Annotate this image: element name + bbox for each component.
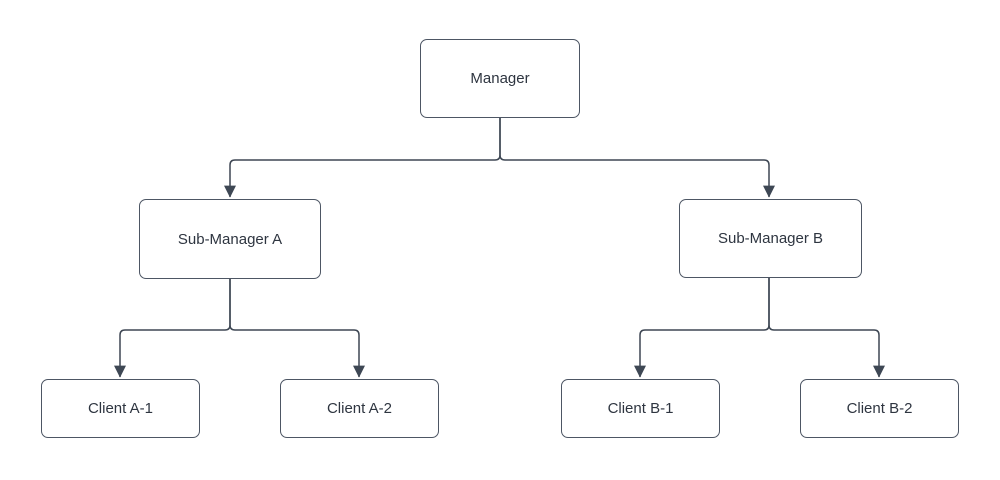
node-client-b-1: Client B-1 [561, 379, 720, 438]
node-sub-manager-b: Sub-Manager B [679, 199, 862, 278]
node-client-b-1-label: Client B-1 [607, 400, 674, 417]
node-client-b-2: Client B-2 [800, 379, 959, 438]
edge-sub-manager-b-to-client-b-1 [634, 278, 770, 378]
edge-manager-to-sub-manager-b [499, 118, 775, 198]
node-client-a-2: Client A-2 [280, 379, 439, 438]
edge-sub-manager-b-to-client-b-2 [768, 278, 885, 378]
node-client-a-1-label: Client A-1 [87, 400, 154, 417]
node-manager-label: Manager [470, 70, 530, 87]
node-client-a-2-label: Client A-2 [326, 400, 393, 417]
node-client-b-2-label: Client B-2 [846, 400, 913, 417]
edge-sub-manager-a-to-client-a-2 [229, 279, 365, 378]
node-sub-manager-a: Sub-Manager A [139, 199, 321, 279]
node-manager: Manager [420, 39, 580, 118]
edge-sub-manager-a-to-client-a-1 [114, 279, 231, 378]
node-sub-manager-a-label: Sub-Manager A [177, 230, 283, 248]
node-sub-manager-b-label: Sub-Manager B [717, 230, 824, 247]
edge-manager-to-sub-manager-a [224, 118, 501, 198]
node-client-a-1: Client A-1 [41, 379, 200, 438]
